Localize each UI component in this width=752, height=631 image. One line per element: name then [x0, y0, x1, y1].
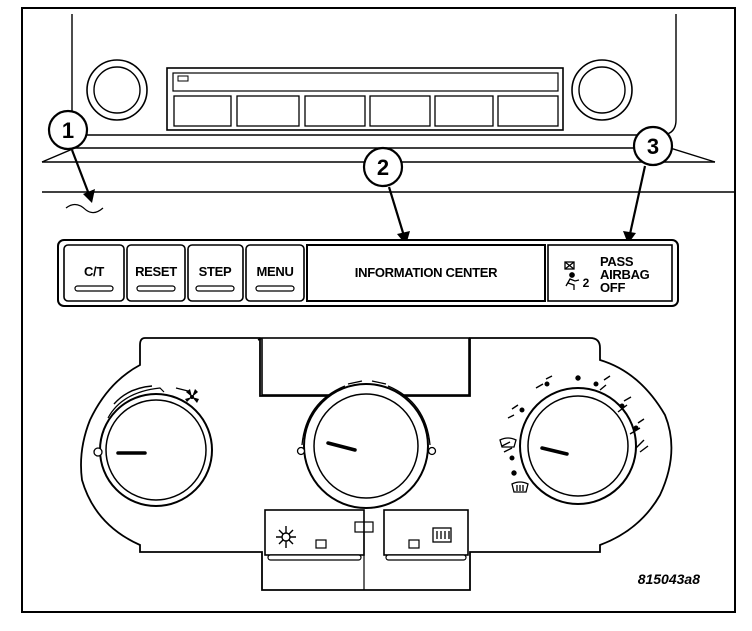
ac-button[interactable] [264, 509, 365, 561]
vent-mode-icons [501, 375, 649, 476]
information-center-label: INFORMATION CENTER [355, 265, 498, 280]
airbag-label-line1: PASS [600, 254, 634, 269]
ac-snowflake-icon [276, 526, 296, 548]
radio-display-indicator [177, 75, 189, 82]
reset-button-led [136, 285, 176, 292]
hvac-center-divider [354, 521, 374, 590]
radio-preset-1[interactable] [173, 95, 232, 127]
callout-1-target-mark [65, 203, 104, 214]
fan-off-marker [93, 447, 103, 457]
step-button[interactable]: STEP [187, 244, 244, 302]
radio-volume-knob[interactable] [86, 59, 148, 121]
ct-button[interactable]: C/T [63, 244, 125, 302]
figure-id: 815043a8 [638, 571, 701, 587]
airbag-label-line2: AIRBAG [600, 267, 650, 282]
reset-button[interactable]: RESET [126, 244, 186, 302]
callout-2: 2 [362, 146, 410, 245]
figure-border [21, 7, 736, 613]
reset-button-label: RESET [135, 264, 177, 279]
radio-preset-4[interactable] [369, 95, 431, 127]
callout-3-number: 3 [647, 134, 659, 159]
fan-speed-knob[interactable] [93, 385, 213, 507]
fan-icon [185, 389, 199, 403]
temp-cold-marker [296, 446, 306, 456]
ac-indicator-led [315, 539, 327, 549]
callout-1-number: 1 [62, 118, 74, 143]
radio-preset-3[interactable] [304, 95, 366, 127]
rear-defrost-indicator-led [408, 539, 420, 549]
information-center-display: INFORMATION CENTER [306, 244, 546, 302]
temp-hot-marker [427, 446, 437, 456]
menu-button-led [255, 285, 295, 292]
radio-tune-knob[interactable] [571, 59, 633, 121]
menu-button-label: MENU [256, 264, 293, 279]
callout-1: 1 [47, 109, 104, 214]
secondary-front-defrost-icon [499, 437, 517, 448]
temperature-knob[interactable] [296, 380, 437, 509]
step-button-label: STEP [199, 264, 232, 279]
mode-knob[interactable] [519, 387, 637, 505]
radio-preset-2[interactable] [236, 95, 300, 127]
menu-button[interactable]: MENU [245, 244, 305, 302]
ct-button-led [74, 285, 114, 292]
airbag-label-line3: OFF [600, 280, 625, 295]
step-button-led [195, 285, 235, 292]
passenger-airbag-indicator: 2 PASS AIRBAG OFF [547, 244, 673, 302]
rear-defrost-icon [432, 527, 452, 543]
front-defrost-icon [511, 481, 529, 493]
passenger-airbag-icon-number: 2 [583, 276, 590, 290]
hvac-panel [80, 337, 673, 591]
radio-preset-buttons [173, 95, 559, 127]
callout-3: 3 [623, 125, 674, 244]
radio-display [172, 72, 559, 92]
passenger-airbag-icon [564, 261, 580, 290]
ct-button-label: C/T [84, 264, 104, 279]
radio-preset-6[interactable] [497, 95, 559, 127]
radio-preset-5[interactable] [434, 95, 494, 127]
rear-defrost-button[interactable] [383, 509, 469, 561]
callout-2-number: 2 [377, 155, 389, 180]
